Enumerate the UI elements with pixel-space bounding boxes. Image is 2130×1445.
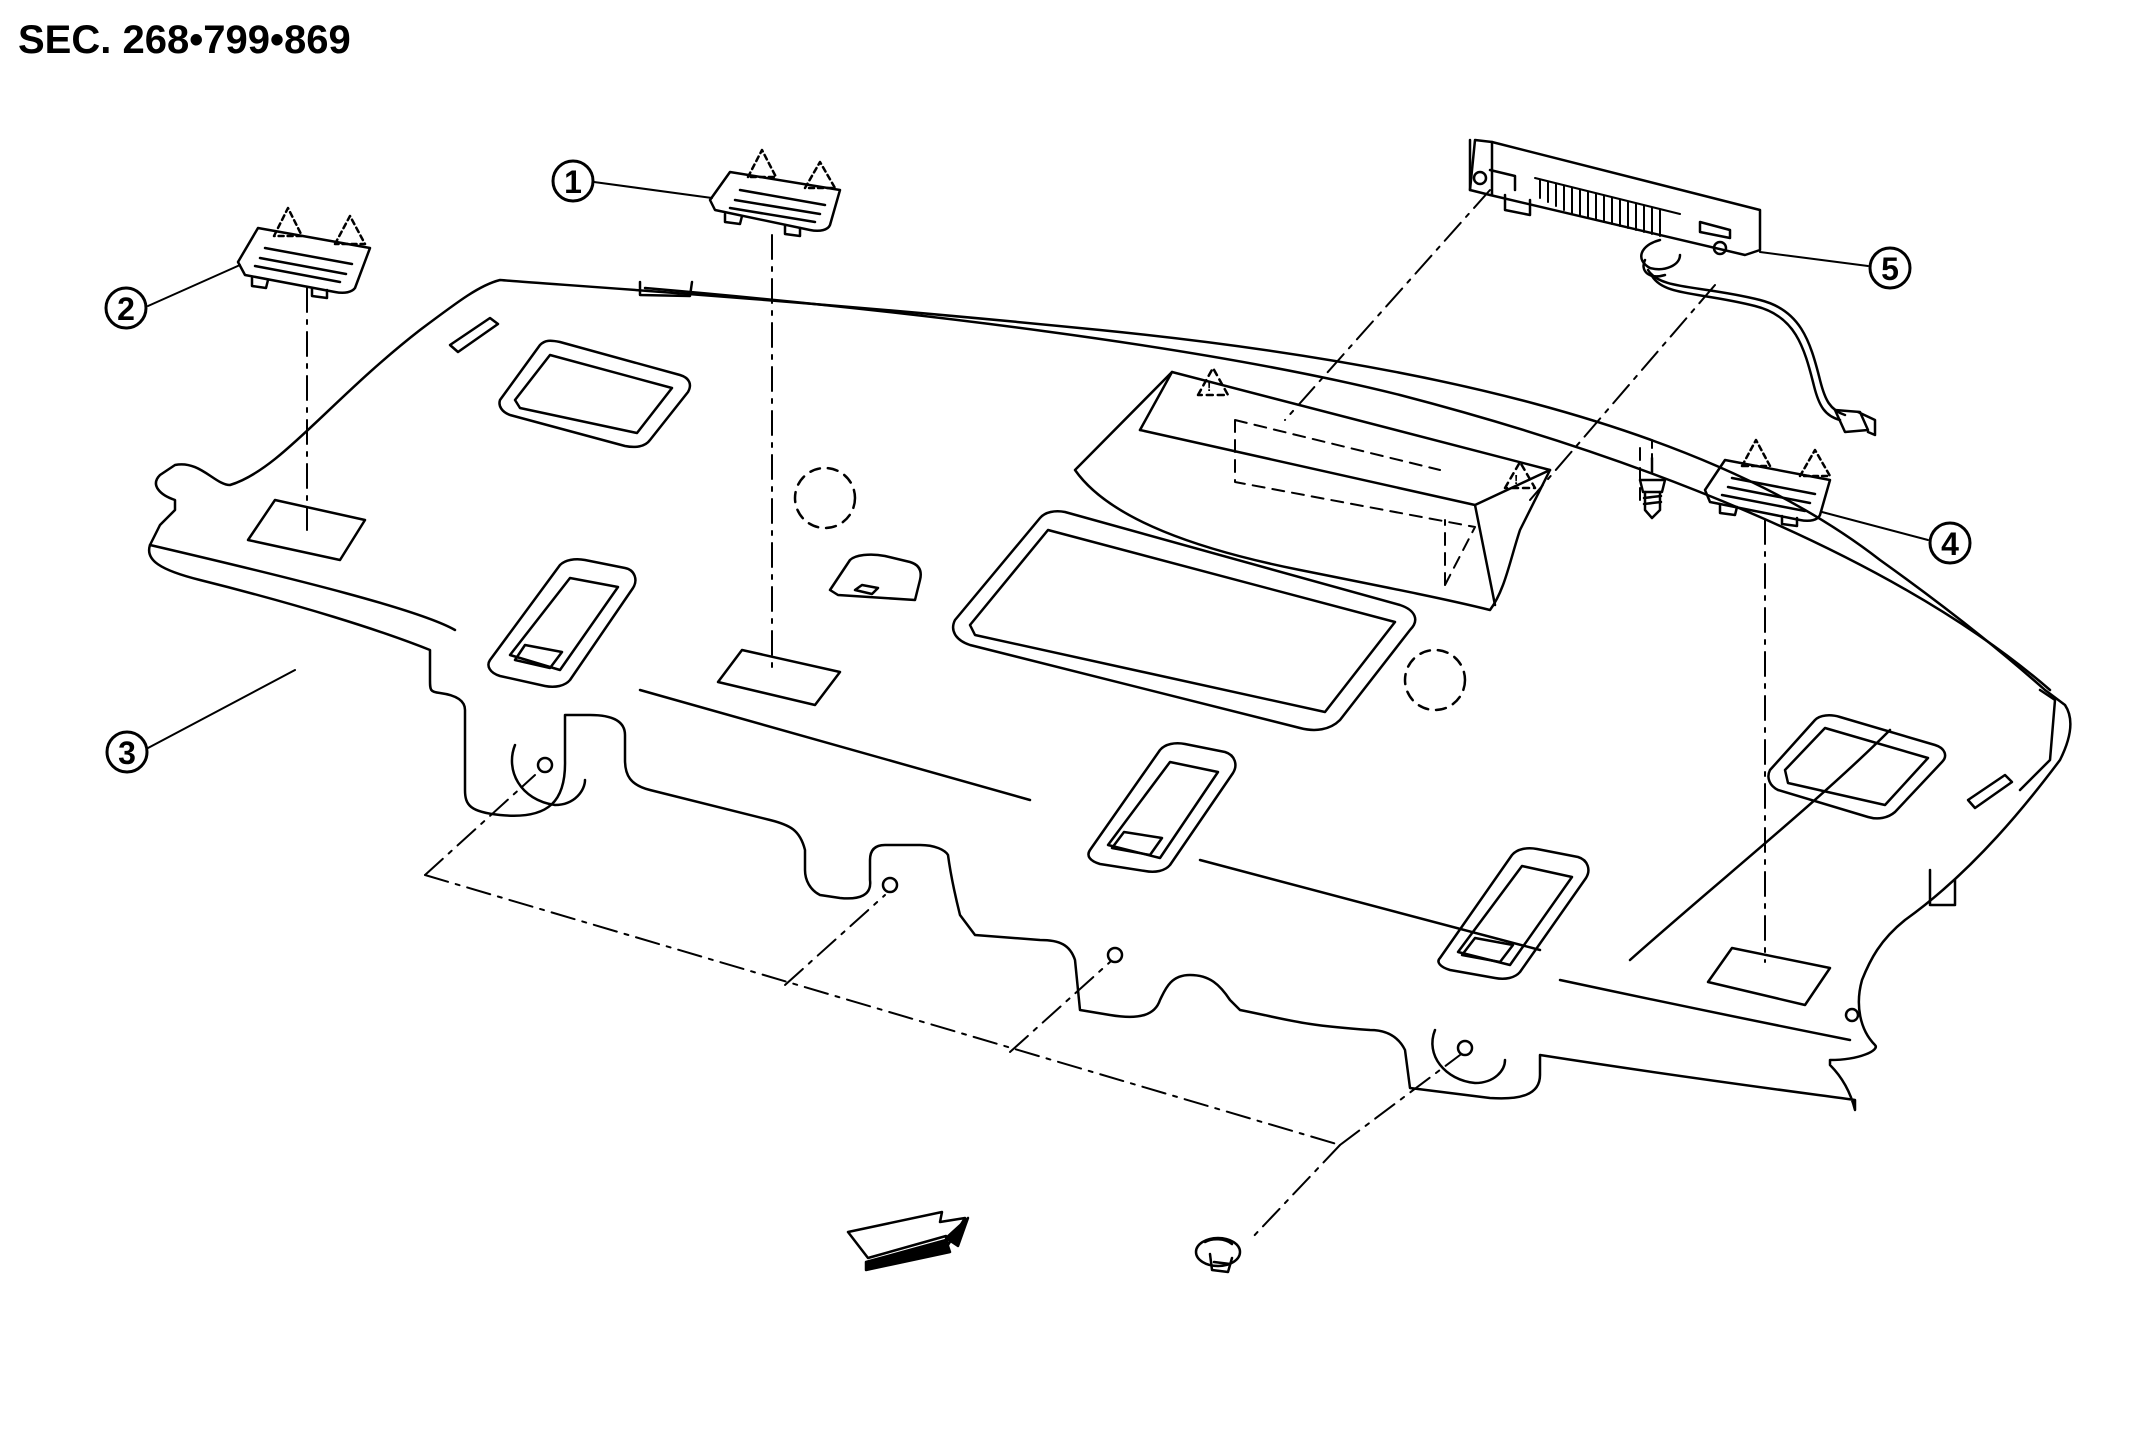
- lamp-housing-edge: [1138, 370, 1174, 432]
- dashed-circle-2: [1403, 648, 1467, 712]
- right-crease: [1628, 728, 1892, 962]
- callout-2: 2: [104, 286, 148, 330]
- right-end-lip: [1928, 868, 1957, 907]
- stop-lamp-part-5: [1468, 138, 1877, 437]
- callout-1: 1: [551, 159, 595, 203]
- svg-text:1: 1: [564, 164, 582, 200]
- svg-text:3: 3: [118, 735, 136, 771]
- speaker-opening-right: [1767, 714, 1947, 820]
- svg-text:2: 2: [117, 291, 135, 327]
- lamp-housing: [1073, 370, 1552, 612]
- cover-recess-4: [1706, 946, 1832, 1007]
- right-slot: [1966, 773, 2014, 810]
- dashed-circle-1: [793, 466, 857, 530]
- callout-3: 3: [105, 730, 149, 774]
- lamp-housing-edge: [1138, 428, 1497, 607]
- clip-block: [828, 553, 922, 602]
- callout-4: 4: [1928, 521, 1972, 565]
- callout-leaders: [147, 181, 1929, 749]
- assembly-lines: [306, 189, 1766, 1241]
- speaker-opening-right-inner: [1783, 726, 1930, 807]
- cover-part-2: [236, 206, 372, 300]
- cover-part-1: [708, 148, 842, 238]
- top-rear-edge: [643, 286, 2052, 692]
- left-slot: [448, 316, 500, 354]
- belt-guide-center: [1087, 742, 1237, 873]
- speaker-grille-large: [951, 510, 1417, 732]
- clip-hole-4: [1456, 1039, 1474, 1057]
- callout-5: 5: [1868, 246, 1912, 290]
- front-crease: [638, 688, 1032, 802]
- clip-hole-3: [1106, 946, 1124, 964]
- svg-text:!: !: [1207, 379, 1211, 394]
- parcel-shelf: [147, 278, 2072, 1112]
- clip-block-slot: [853, 583, 880, 596]
- speaker-opening-left-inner: [513, 353, 674, 435]
- front-arrow-icon: [846, 1210, 970, 1272]
- front-crease: [1198, 858, 1542, 952]
- belt-guide-right: [1437, 847, 1590, 980]
- speaker-opening-left: [498, 339, 692, 449]
- svg-text:!: !: [1514, 472, 1518, 487]
- clip-hole-1: [536, 756, 554, 774]
- speaker-grille-large-inner: [968, 528, 1397, 714]
- front-crease: [1558, 978, 1852, 1042]
- cover-recess-1: [716, 648, 842, 707]
- cover-recess-2: [246, 498, 367, 562]
- lamp-box-dashed: [1234, 419, 1641, 586]
- screw: [1638, 456, 1667, 520]
- rear-lip: [638, 280, 694, 298]
- section-code: SEC. 268•799•869: [18, 18, 351, 62]
- svg-text:4: 4: [1941, 526, 1959, 562]
- right-end-lip: [2018, 688, 2057, 792]
- small-hole: [1844, 1007, 1860, 1023]
- parcel-shelf-outline: [147, 278, 2072, 1112]
- front-crease: [148, 543, 457, 632]
- cover-part-4: [1703, 438, 1832, 528]
- clip-hole-2: [881, 876, 899, 894]
- belt-guide-left: [487, 557, 637, 688]
- push-clip: [1194, 1236, 1242, 1274]
- clip-triangles: [1196, 366, 1537, 490]
- svg-text:5: 5: [1881, 251, 1899, 287]
